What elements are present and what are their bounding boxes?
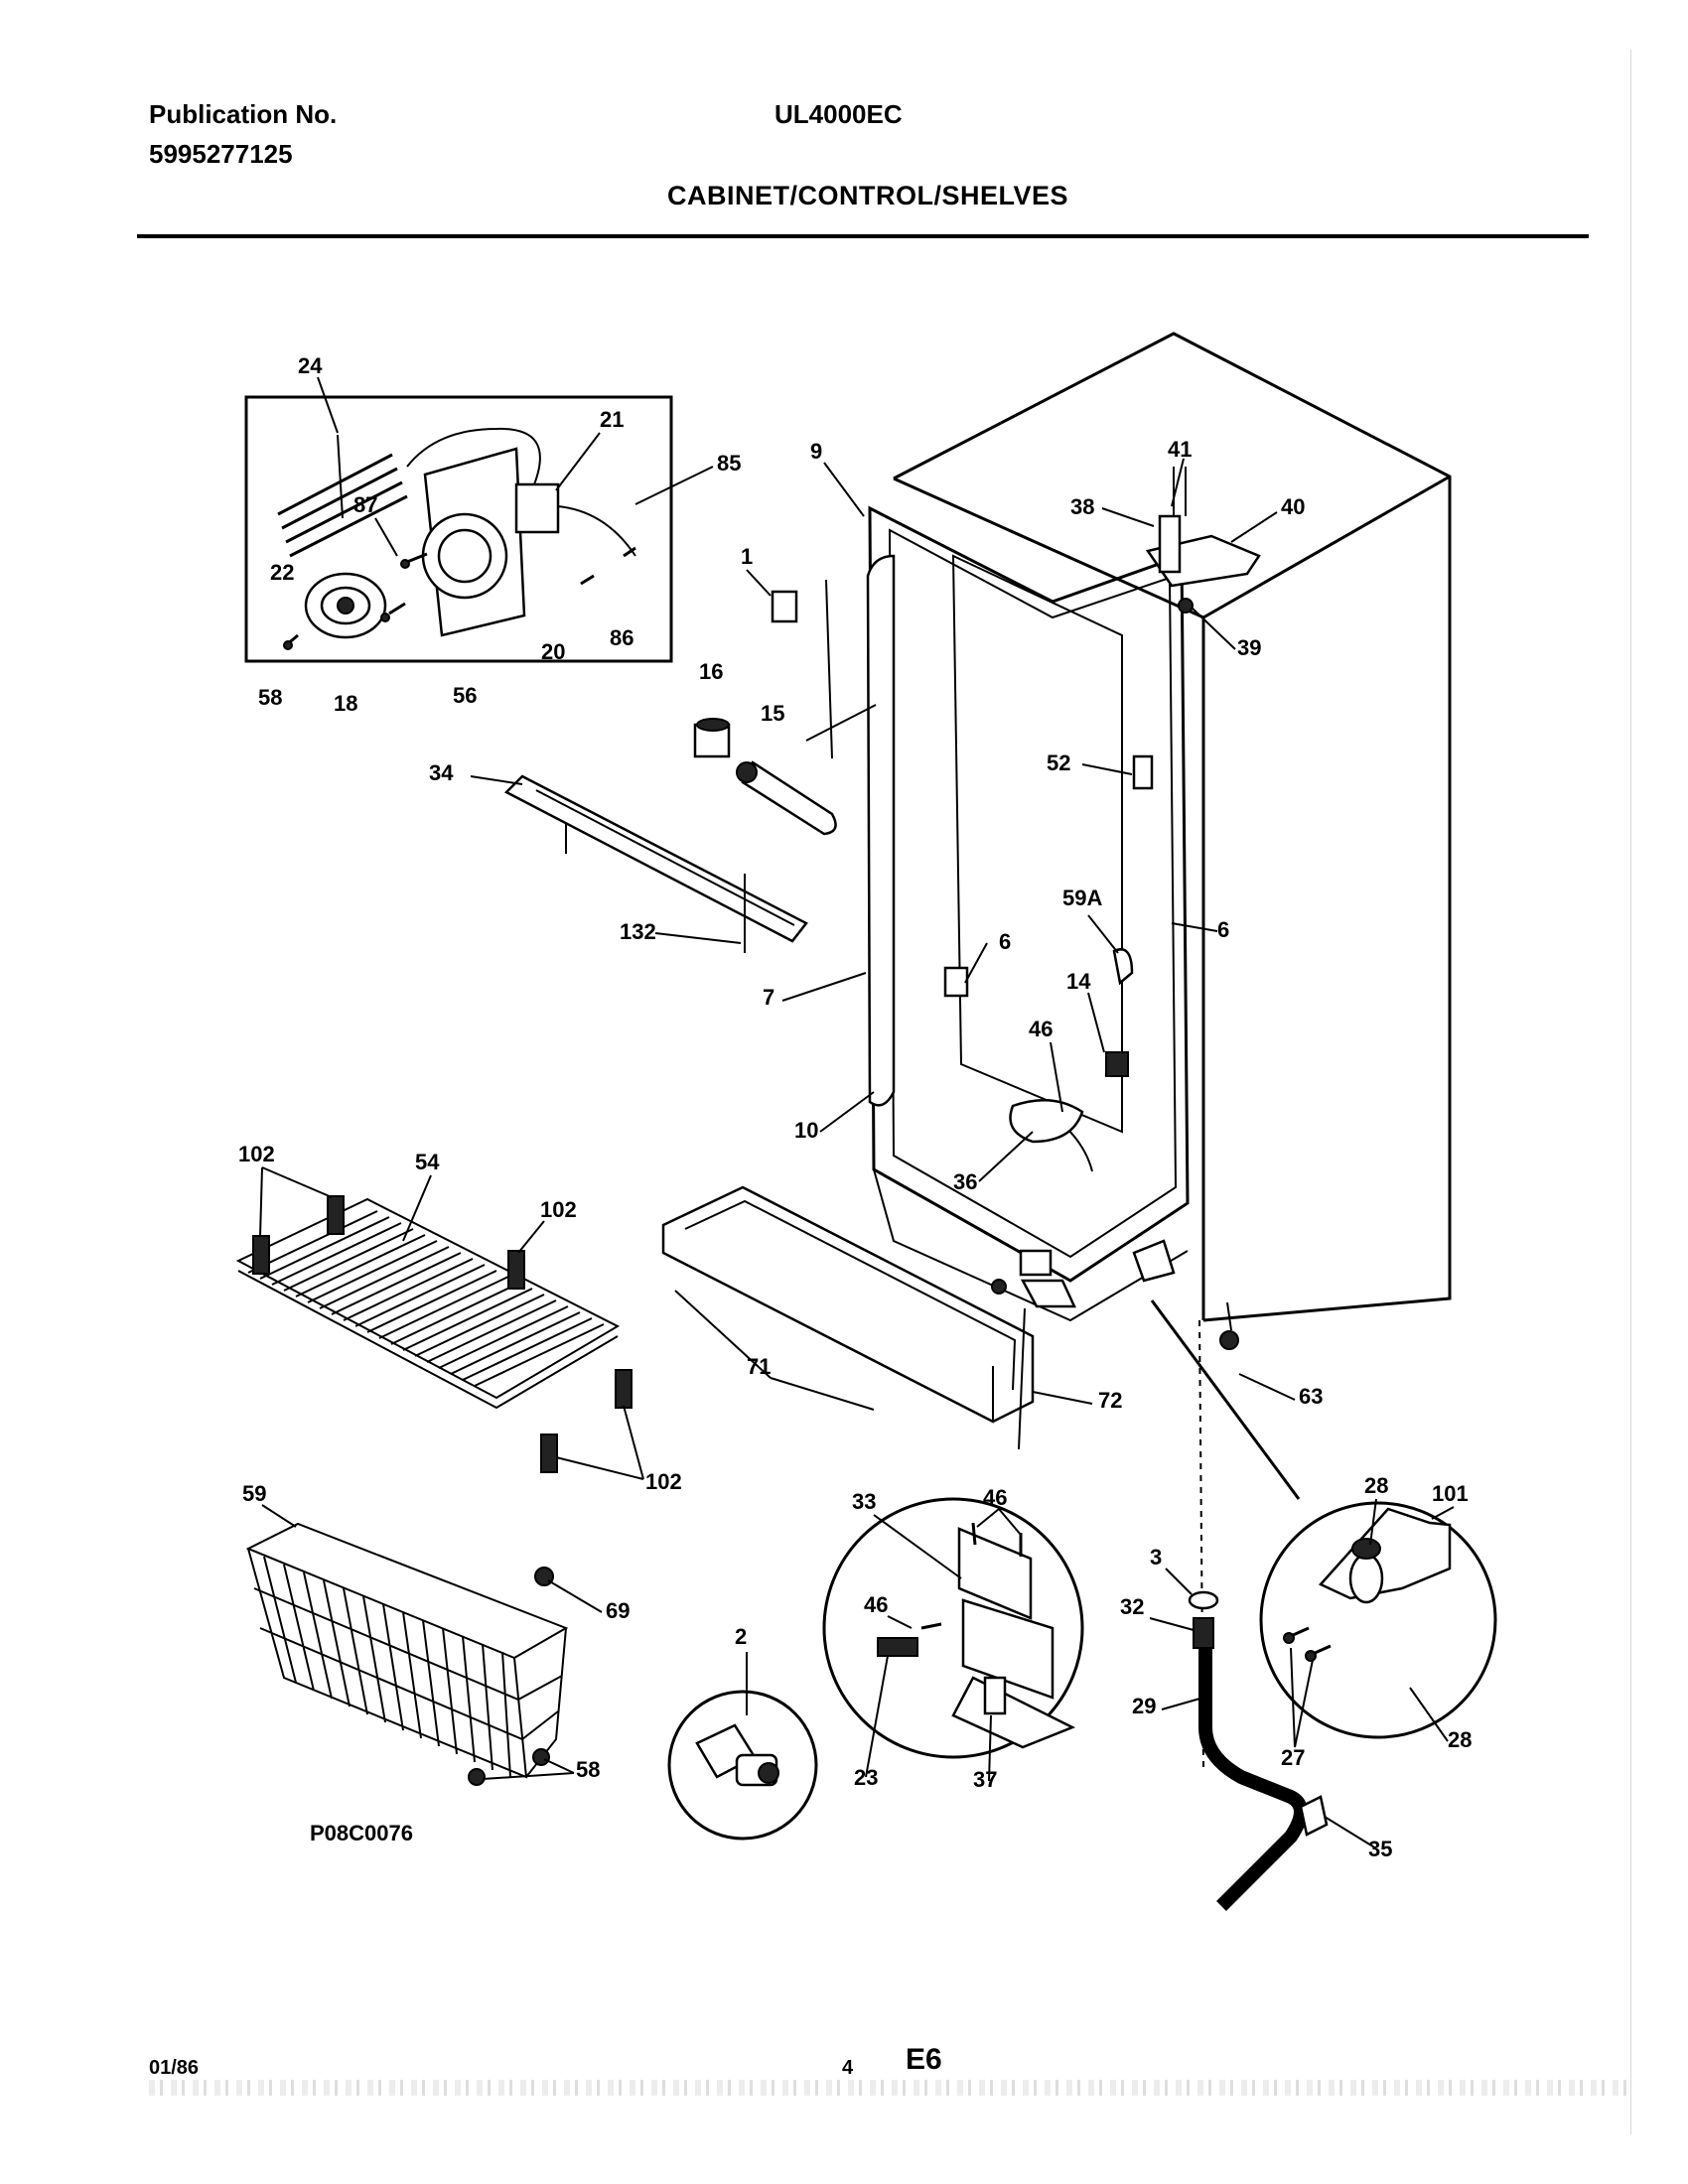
- callout-69: 69: [606, 1598, 630, 1623]
- callout-20: 20: [541, 639, 565, 664]
- footer-date: 01/86: [149, 2057, 200, 2079]
- callout-63: 63: [1299, 1384, 1323, 1409]
- callout-29: 29: [1132, 1694, 1156, 1718]
- callout-72: 72: [1098, 1388, 1122, 1413]
- callout-14: 14: [1066, 969, 1091, 994]
- callout-102-right: 102: [540, 1197, 577, 1222]
- callout-54: 54: [415, 1150, 440, 1174]
- callout-22: 22: [270, 560, 294, 585]
- callout-10: 10: [794, 1118, 818, 1143]
- callout-38: 38: [1070, 494, 1094, 519]
- kickplate: [661, 1185, 1035, 1424]
- footer-page-number: 4: [842, 2057, 854, 2079]
- callout-24: 24: [298, 353, 323, 378]
- callout-87: 87: [353, 492, 377, 517]
- callout-3: 3: [1150, 1545, 1162, 1570]
- callout-85: 85: [717, 451, 741, 476]
- callout-21: 21: [600, 407, 624, 432]
- callout-6-left: 6: [999, 929, 1011, 954]
- wire-basket: [245, 1522, 569, 1786]
- callout-18: 18: [334, 691, 357, 716]
- drain-hose: [1188, 1590, 1329, 1911]
- model-number: UL4000EC: [774, 99, 903, 129]
- publication-label: Publication No.: [149, 99, 338, 129]
- callout-59A: 59A: [1062, 886, 1102, 910]
- footer-code: E6: [906, 2043, 942, 2076]
- callout-32: 32: [1120, 1594, 1144, 1619]
- callout-9: 9: [810, 439, 822, 464]
- callout-46-hinge-top: 46: [983, 1485, 1007, 1510]
- callout-41: 41: [1168, 437, 1192, 462]
- callout-labels: 24 21 85 87 22 20 86 58 18 56 9 1 16 15 …: [238, 353, 1472, 1861]
- callout-34: 34: [429, 760, 454, 785]
- scan-noise-strip: [149, 2080, 1628, 2096]
- hinge-detail-inset: [822, 1497, 1084, 1759]
- callout-46-cabinet: 46: [1029, 1017, 1053, 1041]
- callout-36: 36: [953, 1169, 977, 1194]
- publication-number: 5995277125: [149, 139, 293, 169]
- callout-15: 15: [761, 701, 784, 726]
- callout-101: 101: [1432, 1481, 1469, 1506]
- cabinet: [866, 332, 1452, 1322]
- callout-40: 40: [1281, 494, 1305, 519]
- callout-23: 23: [854, 1765, 878, 1790]
- callout-6-right: 6: [1217, 917, 1229, 942]
- header-rule: [137, 234, 1589, 238]
- wire-shelf: [235, 1195, 633, 1473]
- leader-lines: [259, 376, 1455, 1849]
- callout-7: 7: [763, 985, 774, 1010]
- leveler-parts: [991, 1239, 1301, 1768]
- callout-46-hinge-left: 46: [864, 1592, 888, 1617]
- fan-motor-inset: [244, 395, 673, 663]
- figure-code: P08C0076: [310, 1821, 413, 1845]
- callout-102-bottom: 102: [645, 1469, 682, 1494]
- leveler-detail-inset: [1259, 1501, 1497, 1739]
- callout-132: 132: [620, 919, 656, 944]
- callout-33: 33: [852, 1489, 876, 1514]
- callout-16: 16: [699, 659, 723, 684]
- control-parts: [693, 579, 877, 836]
- callout-86: 86: [610, 625, 633, 650]
- callout-39: 39: [1237, 635, 1261, 660]
- callout-28-bottom: 28: [1448, 1727, 1472, 1752]
- callout-56: 56: [453, 683, 477, 708]
- callout-1: 1: [741, 544, 753, 569]
- callout-2: 2: [735, 1624, 747, 1649]
- callout-59: 59: [242, 1481, 266, 1506]
- callout-37: 37: [973, 1767, 997, 1792]
- drain-fitting-inset: [667, 1690, 818, 1841]
- callout-58-basket: 58: [576, 1757, 600, 1782]
- callout-27: 27: [1281, 1745, 1305, 1770]
- callout-58-motor: 58: [258, 685, 282, 710]
- shield-bracket: [503, 774, 808, 953]
- page-edge-line: [1630, 50, 1631, 2134]
- callout-52: 52: [1047, 751, 1070, 775]
- section-title: CABINET/CONTROL/SHELVES: [667, 181, 1069, 210]
- callout-28-top: 28: [1364, 1473, 1388, 1498]
- callout-35: 35: [1368, 1837, 1392, 1861]
- callout-102-top: 102: [238, 1142, 275, 1166]
